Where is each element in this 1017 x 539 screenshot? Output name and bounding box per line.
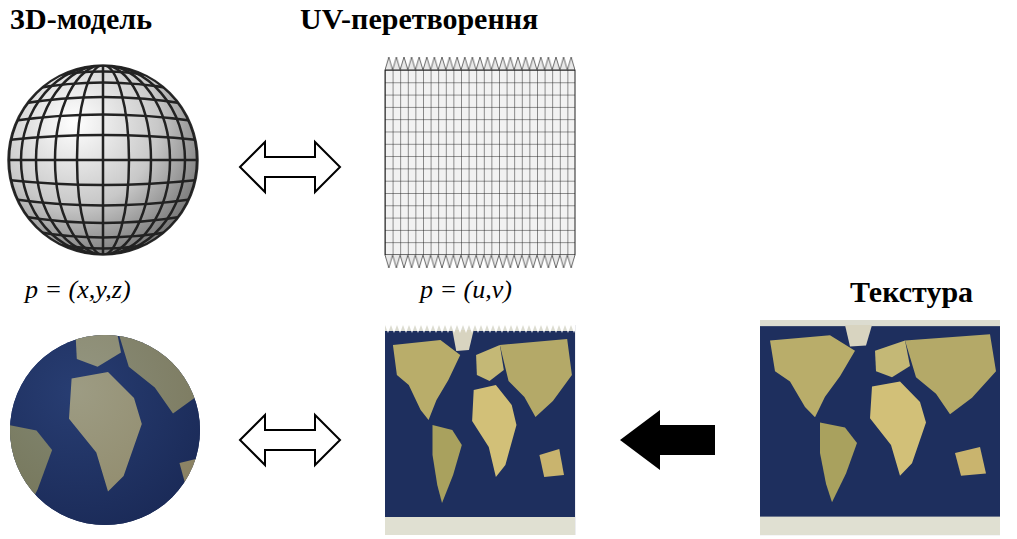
uv-grid [385, 70, 575, 255]
textured-globe [10, 335, 200, 525]
uv-grid-edge [385, 255, 575, 268]
mapping-arrow [620, 410, 715, 470]
heading: Текстура [850, 275, 973, 310]
globe-continents [0, 294, 238, 539]
uv-mapped-texture [385, 325, 575, 535]
texture-image [760, 320, 1000, 535]
sphere-grid-lines [0, 60, 210, 260]
double-arrow [240, 415, 340, 465]
uv-grid-edge [385, 57, 575, 70]
double-arrow [240, 142, 340, 192]
coordinate-formula: p = (x,y,z) [25, 275, 131, 305]
heading: UV-перетворення [300, 2, 538, 37]
coordinate-formula: p = (u,v) [420, 275, 512, 305]
heading: 3D-модель [10, 2, 152, 37]
